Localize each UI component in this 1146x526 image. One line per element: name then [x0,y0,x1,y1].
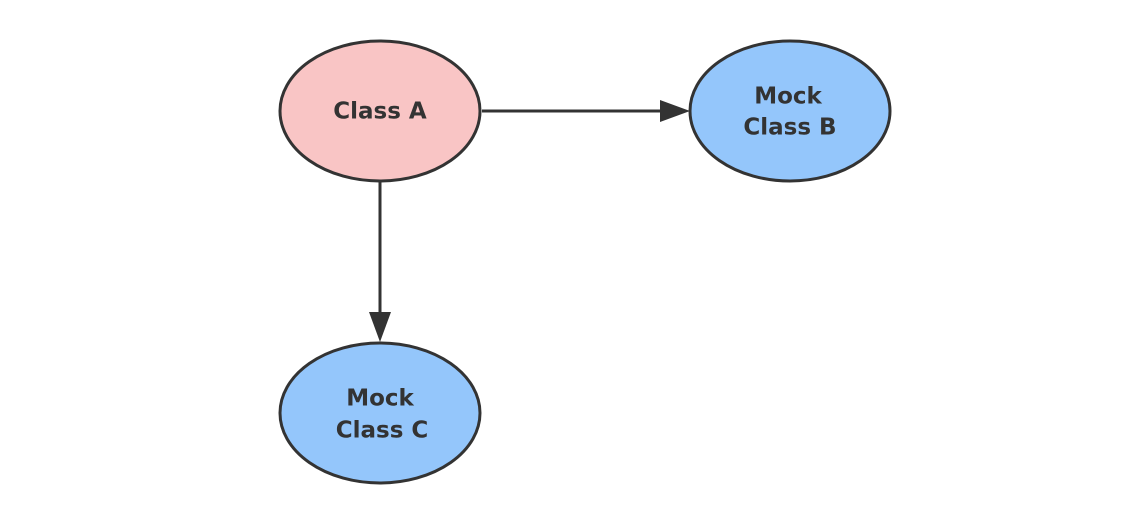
node-label-line-1: Mock [754,84,822,110]
node-label-line-1: Mock [346,386,414,412]
node-class-a: Class A [278,39,482,183]
node-label-line-2: Class B [743,115,836,141]
arrowhead-icon [369,312,391,342]
node-ellipse [278,341,482,485]
edge-class-a-to-mock-class-b [482,100,690,122]
node-mock-class-c: Mock Class C [278,341,482,485]
node-ellipse [278,39,482,183]
node-mock-class-b: Mock Class B [688,39,892,183]
edge-class-a-to-mock-class-c [369,182,391,342]
node-label: Class A [333,99,427,125]
node-ellipse [688,39,892,183]
arrowhead-icon [660,100,690,122]
node-label-line-2: Class C [336,418,429,444]
